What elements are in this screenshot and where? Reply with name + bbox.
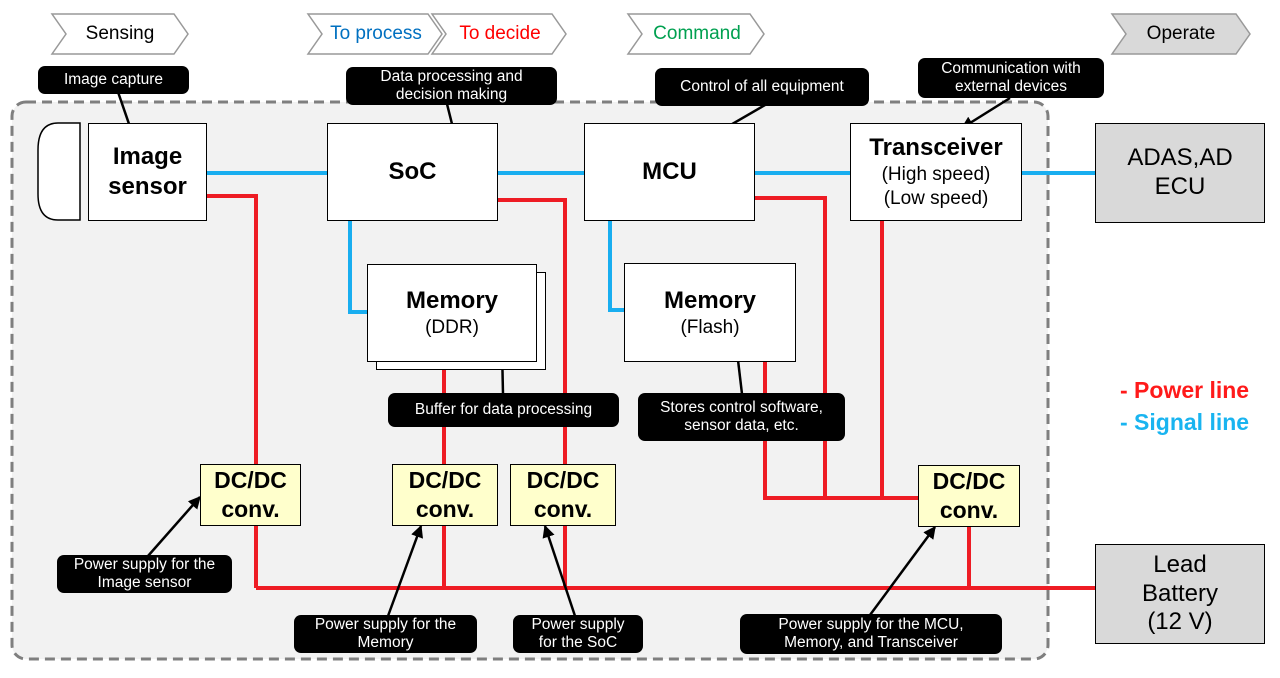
callout-image-capture: Image capture [38, 66, 189, 94]
callout-ps-image-sensor: Power supply for the Image sensor [57, 555, 232, 593]
dcdc-3-line2: conv. [533, 496, 593, 522]
callout-ps-image-sensor-line2: Image sensor [97, 574, 192, 591]
dcdc-converter-memory: DC/DC conv. [392, 464, 498, 526]
stage-sensing-label: Sensing [85, 23, 155, 44]
battery-line2: Battery [1141, 579, 1219, 607]
callout-stores-control-line1: Stores control software, [660, 399, 823, 417]
stage-chevron-command [626, 13, 765, 55]
stage-to-process-label: To process [330, 23, 422, 44]
image-sensor-line2: sensor [108, 173, 187, 200]
memory-flash-block: Memory (Flash) [624, 263, 796, 362]
callout-ps-memory-line1: Power supply for the [314, 616, 457, 634]
dcdc-2-line1: DC/DC [408, 467, 482, 494]
image-sensor-line1: Image [112, 143, 183, 170]
callout-control-all: Control of all equipment [655, 68, 869, 106]
stage-chevron-operate [1110, 13, 1251, 55]
lead-battery-block: Lead Battery (12 V) [1095, 544, 1265, 644]
callout-image-capture-text: Image capture [63, 71, 164, 89]
arrow-ps-mcu [868, 525, 937, 616]
transceiver-high-speed: (High speed) [881, 164, 991, 186]
transceiver-block: Transceiver (High speed) (Low speed) [850, 123, 1022, 221]
dcdc-2-line2: conv. [415, 496, 475, 522]
stage-to-decide-label: To decide [459, 23, 541, 44]
memory-ddr-sub: (DDR) [425, 317, 479, 339]
stage-sensing: Sensing [62, 14, 178, 54]
stage-to-decide: To decide [442, 14, 558, 54]
callout-ps-memory: Power supply for the Memory [294, 615, 477, 653]
power-line-soc [498, 198, 567, 465]
dcdc-converter-mcu: DC/DC conv. [918, 465, 1020, 527]
callout-ps-image-sensor-line1: Power supply for the [73, 556, 216, 574]
memory-ddr-title: Memory [405, 287, 499, 315]
callout-ps-soc-line2: for the SoC [538, 634, 618, 651]
mcu-block: MCU [584, 123, 755, 221]
callout-data-processing-line1: Data processing and [380, 68, 523, 86]
memory-ddr-block: Memory (DDR) [367, 264, 537, 362]
dcdc-4-line1: DC/DC [932, 468, 1006, 495]
battery-line3: (12 V) [1147, 608, 1213, 636]
stage-operate-label: Operate [1146, 23, 1216, 44]
stage-chevron-to-decide [430, 13, 567, 55]
callout-ps-memory-line2: Memory [357, 634, 414, 651]
callout-buffer: Buffer for data processing [388, 393, 619, 427]
soc-block: SoC [327, 123, 498, 221]
stage-command: Command [638, 14, 756, 54]
legend-power-line: - Power line [1120, 377, 1250, 403]
callout-communication-line1: Communication with [941, 60, 1081, 78]
arrow-ps-image-sensor [147, 496, 201, 557]
arrow-ps-soc [542, 524, 577, 617]
stage-command-label: Command [653, 23, 741, 44]
callout-ps-mcu-line2: Memory, and Transceiver [784, 634, 958, 651]
callout-communication: Communication with external devices [918, 58, 1104, 98]
callout-ps-mcu-line1: Power supply for the MCU, [778, 616, 964, 634]
callout-control-all-text: Control of all equipment [680, 78, 844, 96]
dcdc-3-line1: DC/DC [526, 467, 600, 494]
stage-to-process: To process [318, 14, 434, 54]
callout-buffer-text: Buffer for data processing [414, 401, 593, 419]
arrow-ps-memory [386, 524, 423, 617]
callout-ps-soc-line1: Power supply [531, 616, 625, 634]
stage-operate: Operate [1122, 14, 1240, 54]
callout-stores-control-line2: sensor data, etc. [684, 417, 799, 434]
callout-data-processing-line2: decision making [395, 86, 508, 103]
stage-chevron-sensing [50, 13, 189, 55]
camera-lens-shape [37, 122, 81, 221]
soc-label: SoC [388, 158, 437, 185]
mcu-label: MCU [642, 158, 697, 185]
callout-data-processing: Data processing and decision making [346, 67, 557, 105]
signal-line-mcu-flash [608, 221, 625, 312]
dcdc-4-line2: conv. [939, 497, 999, 523]
memory-flash-title: Memory [663, 286, 757, 314]
adas-ad-ecu-block: ADAS,AD ECU [1095, 123, 1265, 223]
dcdc-converter-soc: DC/DC conv. [510, 464, 616, 526]
power-line-sensor [207, 194, 258, 464]
dcdc-1-line1: DC/DC [214, 467, 287, 494]
transceiver-title: Transceiver [869, 134, 1003, 162]
image-sensor-block: Image sensor [88, 123, 207, 221]
callout-ps-mcu: Power supply for the MCU, Memory, and Tr… [740, 614, 1002, 654]
signal-line-soc-ddr [348, 221, 370, 314]
memory-flash-sub: (Flash) [680, 316, 740, 338]
transceiver-low-speed: (Low speed) [883, 188, 989, 209]
adas-ecu-line2: ECU [1154, 173, 1206, 200]
callout-ps-soc: Power supply for the SoC [513, 615, 643, 653]
dcdc-converter-image-sensor: DC/DC conv. [200, 464, 301, 526]
battery-line1: Lead [1153, 550, 1207, 578]
callout-communication-line2: external devices [954, 78, 1067, 95]
stage-chevron-to-process [306, 13, 443, 55]
adas-ecu-line1: ADAS,AD [1127, 144, 1233, 172]
legend-signal-line: - Signal line [1120, 409, 1250, 435]
dcdc-1-line2: conv. [221, 496, 280, 522]
callout-stores-control: Stores control software, sensor data, et… [638, 393, 845, 441]
